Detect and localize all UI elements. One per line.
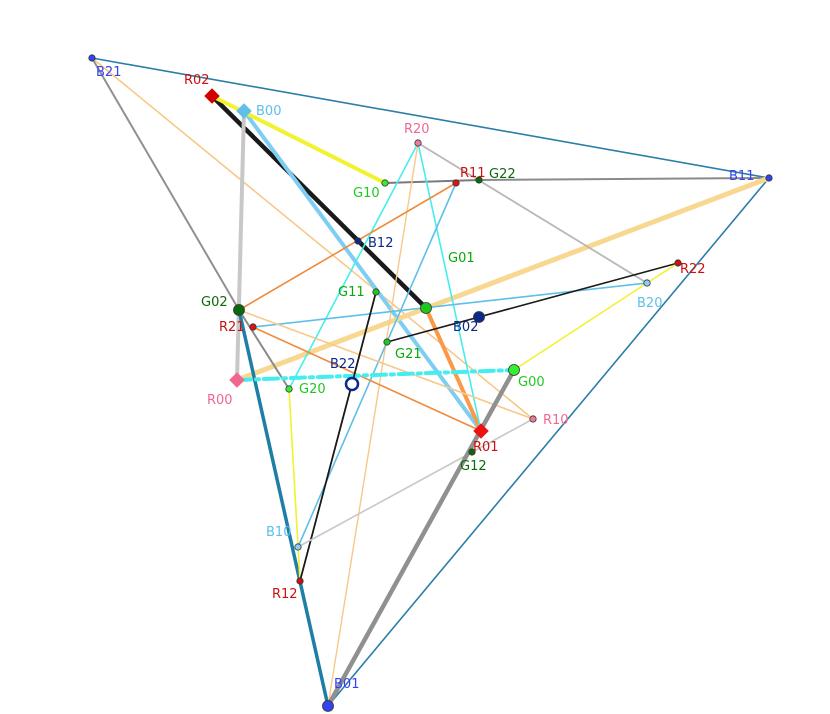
edge-r00-b11	[234, 175, 772, 383]
point-r20-marker	[414, 139, 422, 147]
edge-b21-b11	[91, 57, 770, 179]
point-b11-marker	[765, 174, 773, 182]
point-g00-label: G00	[518, 375, 545, 390]
edge-b20-r22	[646, 262, 679, 284]
edge-g02-b01	[237, 308, 330, 708]
point-b12-label: B12	[368, 236, 393, 251]
edge-b00-r01	[242, 109, 483, 433]
edge-g00-b01	[325, 367, 517, 709]
point-g12-label: G12	[460, 459, 487, 474]
point-b12-marker	[354, 237, 362, 245]
point-g21-label: G21	[395, 347, 422, 362]
edge-g02-g20	[238, 309, 290, 390]
point-g02-marker	[233, 304, 245, 316]
point-r21-marker	[249, 323, 257, 331]
point-r20-label: R20	[404, 122, 430, 137]
edge-r20-g20	[288, 142, 419, 390]
point-b11-label: B11	[729, 169, 754, 184]
point-g11-marker	[372, 288, 380, 296]
edge-g21-r22	[386, 262, 679, 343]
point-b02-label: B02	[453, 320, 478, 335]
point-r01-label: R01	[473, 440, 499, 455]
point-b21-label: B21	[96, 65, 121, 80]
edge-r21-b20	[252, 282, 648, 328]
point-b21-marker	[88, 54, 96, 62]
point-g12-marker	[468, 448, 476, 456]
point-r10-marker	[529, 415, 537, 423]
point-g22-marker	[475, 176, 483, 184]
point-r21-label: R21	[219, 320, 245, 335]
node-layer	[88, 54, 773, 712]
point-r22-marker	[674, 259, 682, 267]
point-r00-marker	[229, 372, 245, 388]
edge-g10-g22	[384, 179, 480, 184]
point-g10-label: G10	[353, 186, 380, 201]
point-r10-label: R10	[543, 413, 569, 428]
point-g22-label: G22	[489, 167, 516, 182]
point-r02-marker	[204, 88, 220, 104]
edge-b21-r10	[91, 57, 534, 420]
edge-r02-g10	[210, 94, 387, 185]
point-b22-label: B22	[330, 357, 355, 372]
point-g11-label: G11	[338, 285, 365, 300]
point-b22-marker	[344, 376, 360, 392]
point-b02-marker	[473, 311, 485, 323]
point-g01-label: G01	[448, 251, 475, 266]
edge-r20-b20	[417, 142, 648, 284]
edge-r21-r01	[252, 326, 482, 432]
point-b10-marker	[294, 543, 302, 551]
edge-r02-g01	[209, 93, 429, 311]
point-r11-marker	[452, 179, 460, 187]
point-b00-marker	[236, 103, 252, 119]
point-g20-marker	[285, 385, 293, 393]
point-b20-marker	[643, 279, 651, 287]
edge-b11-b01	[327, 177, 770, 707]
edge-b22-r12	[299, 383, 353, 582]
point-r11-label: R11	[460, 166, 486, 181]
point-b20-label: B20	[637, 296, 662, 311]
point-g01-marker	[420, 302, 432, 314]
point-g00-marker	[508, 364, 520, 376]
point-b10-label: B10	[266, 525, 291, 540]
edge-g22-b11	[478, 177, 770, 181]
point-b01-marker	[322, 700, 334, 712]
edge-r11-g02	[238, 182, 457, 311]
point-b00-label: B00	[256, 104, 281, 119]
point-g02-label: G02	[201, 295, 228, 310]
point-r12-label: R12	[272, 587, 298, 602]
edge-layer	[91, 57, 772, 709]
edge-b20-g00	[513, 282, 648, 371]
point-r12-marker	[296, 577, 304, 585]
edge-r00-g00	[235, 368, 516, 382]
edge-b10-r10	[297, 418, 534, 548]
point-g10-marker	[381, 179, 389, 187]
edge-b22-g11	[351, 291, 377, 385]
edge-b21-g02	[91, 57, 240, 311]
point-r22-label: R22	[680, 262, 706, 277]
point-r00-label: R00	[207, 393, 233, 408]
point-g21-marker	[383, 338, 391, 346]
point-r02-label: R02	[184, 73, 210, 88]
edge-r20-b01	[327, 142, 419, 707]
point-g20-label: G20	[299, 382, 326, 397]
edge-b00-r00	[235, 109, 246, 382]
edge-g02-r10	[238, 309, 534, 420]
edge-r20-r01	[417, 142, 482, 432]
point-b01-label: B01	[334, 677, 359, 692]
